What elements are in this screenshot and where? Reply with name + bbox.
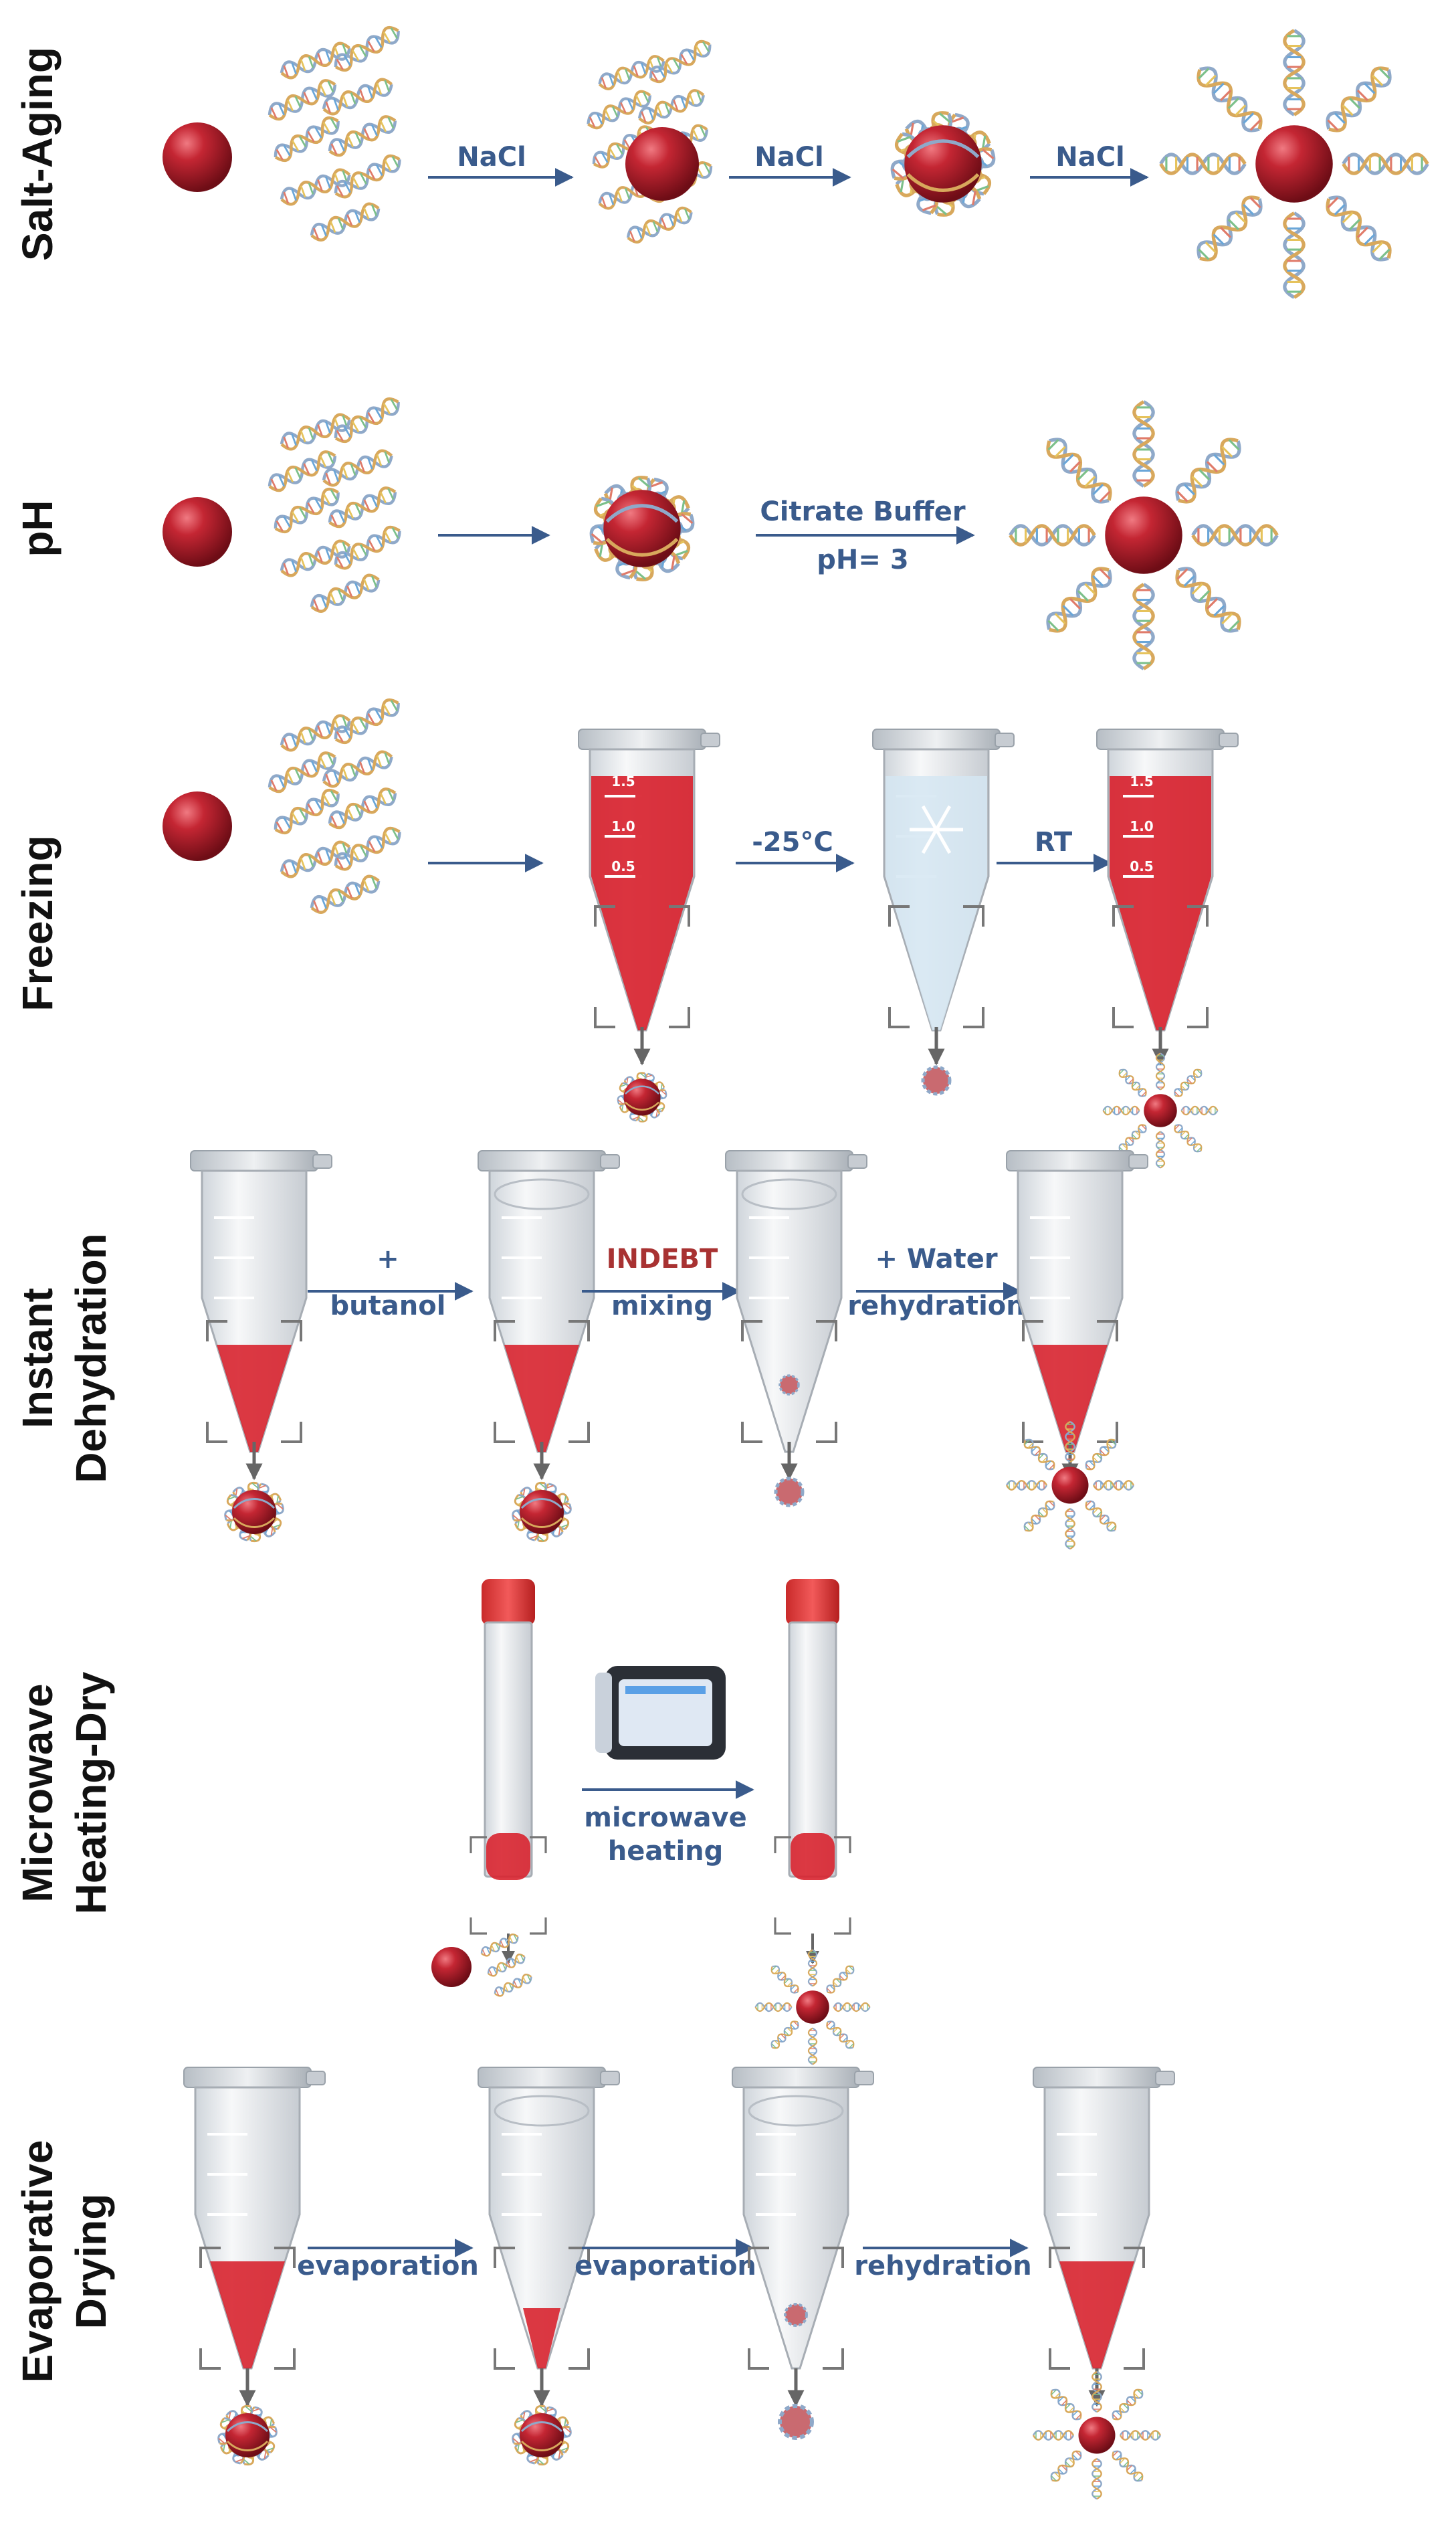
arrow-label: NaCl: [457, 142, 526, 173]
conjugate-final: [1011, 402, 1277, 669]
row-label-text: pH: [13, 500, 62, 557]
row-evaporative-drying: evaporation evaporation rehydration: [183, 2066, 1176, 2499]
row-label-text-1: Evaporative: [13, 2140, 62, 2383]
tube-stage: [731, 2066, 875, 2438]
row-label-salt-aging: Salt-Aging: [13, 47, 62, 261]
tube-stage: [1032, 2066, 1176, 2499]
arrow-label: rehydration: [854, 2251, 1032, 2281]
row-label-text-1: Instant: [13, 1288, 62, 1428]
tube-mark: 0.5: [1130, 858, 1153, 874]
snowflake-icon: [910, 805, 963, 854]
arrow-label-bottom: rehydration: [847, 1291, 1025, 1321]
tube-long: [431, 1579, 546, 1999]
row-label-instant-dehydration: Instant Dehydration: [13, 1233, 115, 1483]
arrow-label-top: +: [377, 1244, 399, 1275]
tube-long: [756, 1579, 870, 2065]
arrow-label-bottom: mixing: [611, 1291, 713, 1321]
tube-mark: 1.5: [1130, 773, 1153, 789]
arrow-label: evaporation: [575, 2251, 756, 2281]
arrow-label-line-2: heating: [608, 1836, 724, 1867]
dna-strands: [266, 23, 403, 243]
gold-nanoparticle: [163, 497, 232, 567]
conjugate-stage-1: [585, 38, 715, 246]
tube-stage: [189, 1149, 333, 1544]
tube-mark: 1.0: [1130, 818, 1153, 834]
tube-stage: [477, 2066, 621, 2467]
row-ph: Citrate Buffer pH= 3: [163, 395, 1277, 668]
arrow-label-bottom: butanol: [330, 1291, 446, 1321]
arrow-label-top: Citrate Buffer: [760, 496, 966, 527]
row-salt-aging: NaCl NaCl NaCl: [163, 23, 1428, 297]
gold-nanoparticle: [163, 791, 232, 861]
tube-mark: 1.0: [611, 818, 635, 834]
row-microwave-heating-dry: microwave heating: [431, 1579, 870, 2065]
tube-red: 1.5 1.0 0.5: [577, 728, 721, 1124]
gold-nanoparticle: [163, 122, 232, 192]
tube-stage: [477, 1149, 621, 1544]
conjugate-final: [1161, 31, 1428, 298]
tube-stage: [1005, 1149, 1149, 1549]
row-label-microwave-heating-dry: Microwave Heating-Dry: [13, 1671, 115, 1914]
tube-mark: 0.5: [611, 858, 635, 874]
row-instant-dehydration: + butanol INDEBT mixing + Water rehydrat…: [189, 1149, 1149, 1549]
dna-strands: [266, 395, 403, 614]
dna-strands: [266, 696, 403, 915]
row-freezing: 1.5 1.0 0.5 -25°C RT 1.5 1.0 0.5: [163, 696, 1239, 1168]
row-label-text-2: Drying: [67, 2194, 115, 2330]
row-label-text-2: Dehydration: [67, 1233, 115, 1483]
tube-red: 1.5 1.0 0.5: [1096, 728, 1239, 1168]
arrow-label-bottom: pH= 3: [817, 545, 908, 575]
tube-frozen: [871, 728, 1015, 1094]
conjugate-wrapped: [586, 472, 698, 585]
arrow-label-top: INDEBT: [607, 1244, 718, 1275]
arrow-label: RT: [1035, 827, 1073, 858]
row-label-text-1: Microwave: [13, 1683, 62, 1902]
microwave-icon: [595, 1666, 726, 1760]
arrow-label: NaCl: [754, 142, 824, 173]
arrow-label: -25°C: [752, 827, 833, 858]
arrow-label: NaCl: [1055, 142, 1125, 173]
arrow-label-line-1: microwave: [584, 1802, 746, 1833]
tube-stage: [724, 1149, 868, 1505]
row-label-text: Salt-Aging: [13, 47, 62, 261]
arrow-label-top: + Water: [875, 1244, 997, 1275]
row-label-freezing: Freezing: [13, 835, 62, 1011]
tube-mark: 1.5: [611, 773, 635, 789]
row-label-ph: pH: [13, 500, 62, 557]
conjugate-stage-2: [887, 108, 999, 221]
row-label-evaporative-drying: Evaporative Drying: [13, 2140, 115, 2383]
row-label-text-2: Heating-Dry: [67, 1671, 115, 1914]
row-label-text: Freezing: [13, 835, 62, 1011]
arrow-label: evaporation: [297, 2251, 479, 2281]
